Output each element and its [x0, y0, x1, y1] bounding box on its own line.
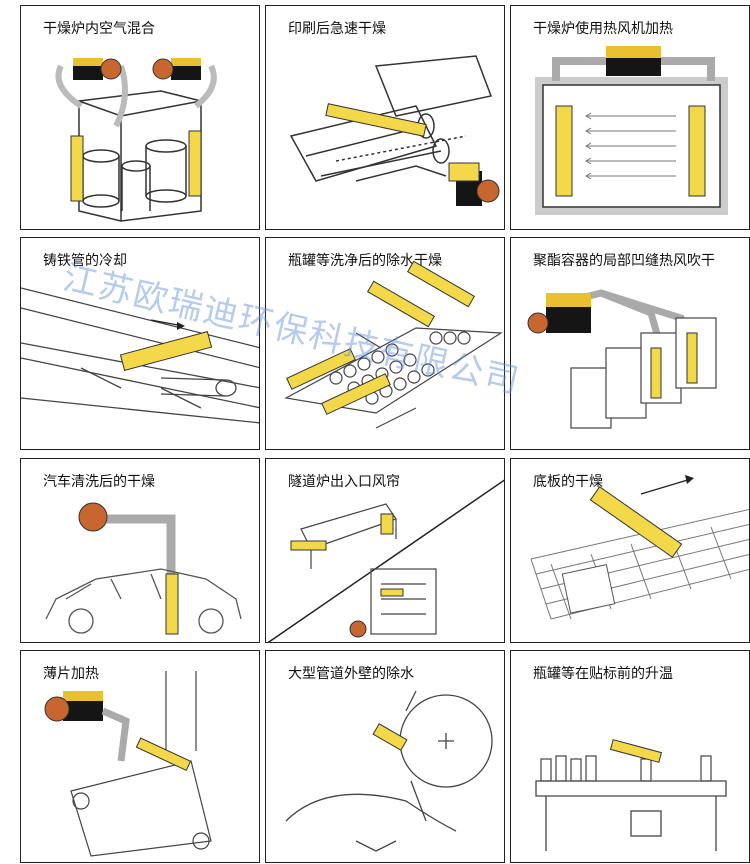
panel-pipe-water-removal: 大型管道外壁的除水 [265, 650, 505, 863]
panel-hot-air-dryer: 干燥炉使用热风机加热 [510, 5, 750, 230]
dryer-air-mixing-illustration [55, 58, 217, 222]
car-drying-illustration [45, 502, 242, 635]
tunnel-illustration [267, 479, 504, 642]
panel-title: 汽车清洗后的干燥 [43, 474, 155, 490]
pipe-cooling-illustration [21, 287, 259, 424]
panel-car-wash-drying: 汽车清洗后的干燥 [20, 458, 260, 643]
panel-tunnel-air-curtain: 隧道炉出入口风帘 [265, 458, 505, 643]
panel-substrate-drying: 底板的干燥 [510, 458, 750, 643]
sheet-heating-illustration [44, 671, 212, 857]
panel-dryer-air-mixing: 干燥炉内空气混合 [20, 5, 260, 230]
panel-pet-container-drying: 聚酯容器的局部凹缝热风吹干 [510, 237, 750, 450]
panel-sheet-heating: 薄片加热 [20, 650, 260, 863]
print-drying-illustration [289, 55, 500, 206]
panel-title: 干燥炉使用热风机加热 [533, 21, 673, 37]
substrate-drying-illustration [530, 475, 749, 620]
panel-title: 瓶罐等洗净后的除水干燥 [288, 253, 442, 269]
panel-cast-iron-pipe-cooling: 铸铁管的冷却 [20, 237, 260, 450]
panel-title: 隧道炉出入口风帘 [288, 474, 400, 490]
panel-title: 印刷后急速干燥 [288, 21, 386, 37]
panel-title: 瓶罐等在贴标前的升温 [533, 666, 673, 682]
panel-title: 薄片加热 [43, 666, 99, 682]
panel-title: 干燥炉内空气混合 [43, 21, 155, 37]
panel-bottle-drying: 瓶罐等洗净后的除水干燥 [265, 237, 505, 450]
bottle-drying-illustration [284, 260, 503, 429]
panel-title: 聚酯容器的局部凹缝热风吹干 [533, 253, 715, 269]
panel-print-drying: 印刷后急速干燥 [265, 5, 505, 230]
pet-container-illustration [527, 289, 717, 429]
hot-air-dryer-illustration [535, 46, 728, 215]
panel-title: 铸铁管的冷却 [43, 253, 127, 269]
bottle-preheat-illustration [535, 739, 727, 851]
pipe-water-removal-illustration [285, 690, 493, 852]
panel-title: 大型管道外壁的除水 [288, 666, 414, 682]
panel-title: 底板的干燥 [533, 474, 603, 490]
panel-bottle-preheat: 瓶罐等在贴标前的升温 [510, 650, 750, 863]
